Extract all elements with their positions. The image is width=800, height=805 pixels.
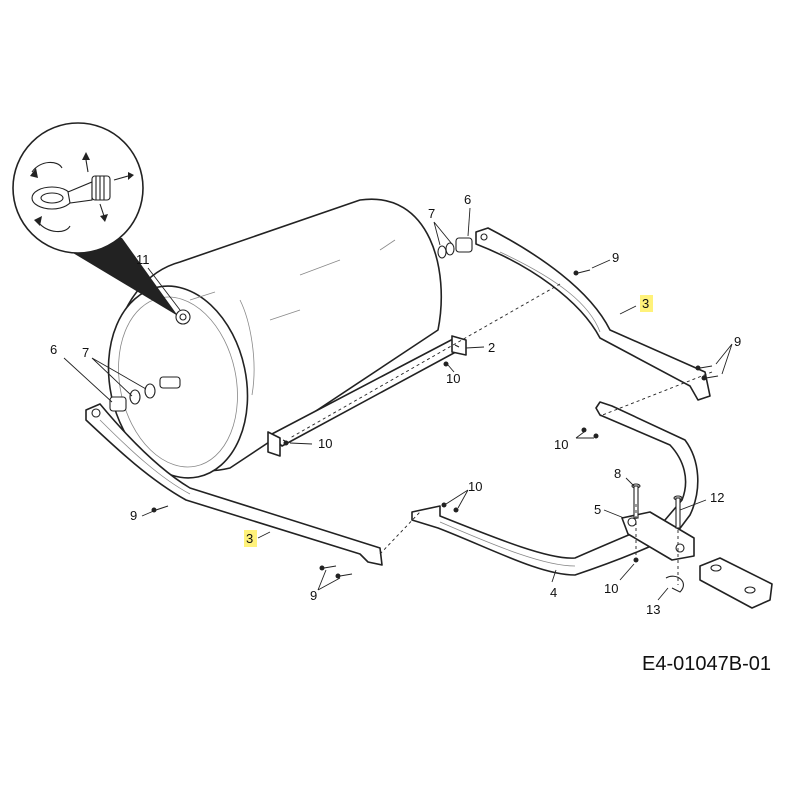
highlight-3-right bbox=[640, 295, 653, 312]
reference-code: E4-01047B-01 bbox=[642, 653, 771, 675]
leader-lines bbox=[63, 207, 733, 601]
part-label-9-b: 9 bbox=[734, 334, 741, 349]
alignment-lines bbox=[289, 283, 713, 585]
part-label-3-left: 3 bbox=[246, 531, 253, 546]
part-label-6-left: 6 bbox=[50, 342, 57, 357]
part-label-9-c: 9 bbox=[130, 508, 137, 523]
part-label-10-e: 10 bbox=[468, 479, 482, 494]
right-side-handle bbox=[475, 227, 711, 401]
part-label-2: 2 bbox=[488, 340, 495, 355]
clip-13 bbox=[665, 575, 684, 593]
part-label-10-c: 10 bbox=[554, 437, 568, 452]
ring-pin-11 bbox=[175, 309, 191, 325]
part-label-9-d: 9 bbox=[310, 588, 317, 603]
part-label-7-left: 7 bbox=[82, 345, 89, 360]
part-label-13: 13 bbox=[646, 602, 660, 617]
bolt-12 bbox=[673, 495, 683, 529]
main-handle bbox=[411, 401, 699, 576]
part-label-7-top: 7 bbox=[428, 206, 435, 221]
cross-bar bbox=[267, 335, 467, 457]
part-label-6-top: 6 bbox=[464, 192, 471, 207]
left-side-handle bbox=[85, 403, 383, 566]
part-label-10-d: 10 bbox=[604, 581, 618, 596]
part-label-10-a: 10 bbox=[446, 371, 460, 386]
part-label-4: 4 bbox=[550, 585, 557, 600]
handle-bracket bbox=[621, 511, 695, 561]
part-labels: 11 7 6 9 3 9 2 10 6 7 10 10 8 12 5 10 9 … bbox=[50, 192, 741, 617]
left-axle-hardware bbox=[109, 376, 181, 412]
part-label-9-a: 9 bbox=[612, 250, 619, 265]
part-label-8: 8 bbox=[614, 466, 621, 481]
handle-grip bbox=[699, 557, 773, 609]
roller-drum bbox=[107, 198, 443, 479]
part-label-10-b: 10 bbox=[318, 436, 332, 451]
small-fasteners bbox=[151, 269, 719, 579]
part-label-11: 11 bbox=[136, 252, 150, 267]
right-axle-hardware bbox=[437, 237, 473, 259]
part-label-12: 12 bbox=[710, 490, 724, 505]
part-label-5: 5 bbox=[594, 502, 601, 517]
callout-magnifier bbox=[12, 122, 178, 316]
highlight-3-left bbox=[244, 530, 257, 547]
part-label-3-right: 3 bbox=[642, 296, 649, 311]
